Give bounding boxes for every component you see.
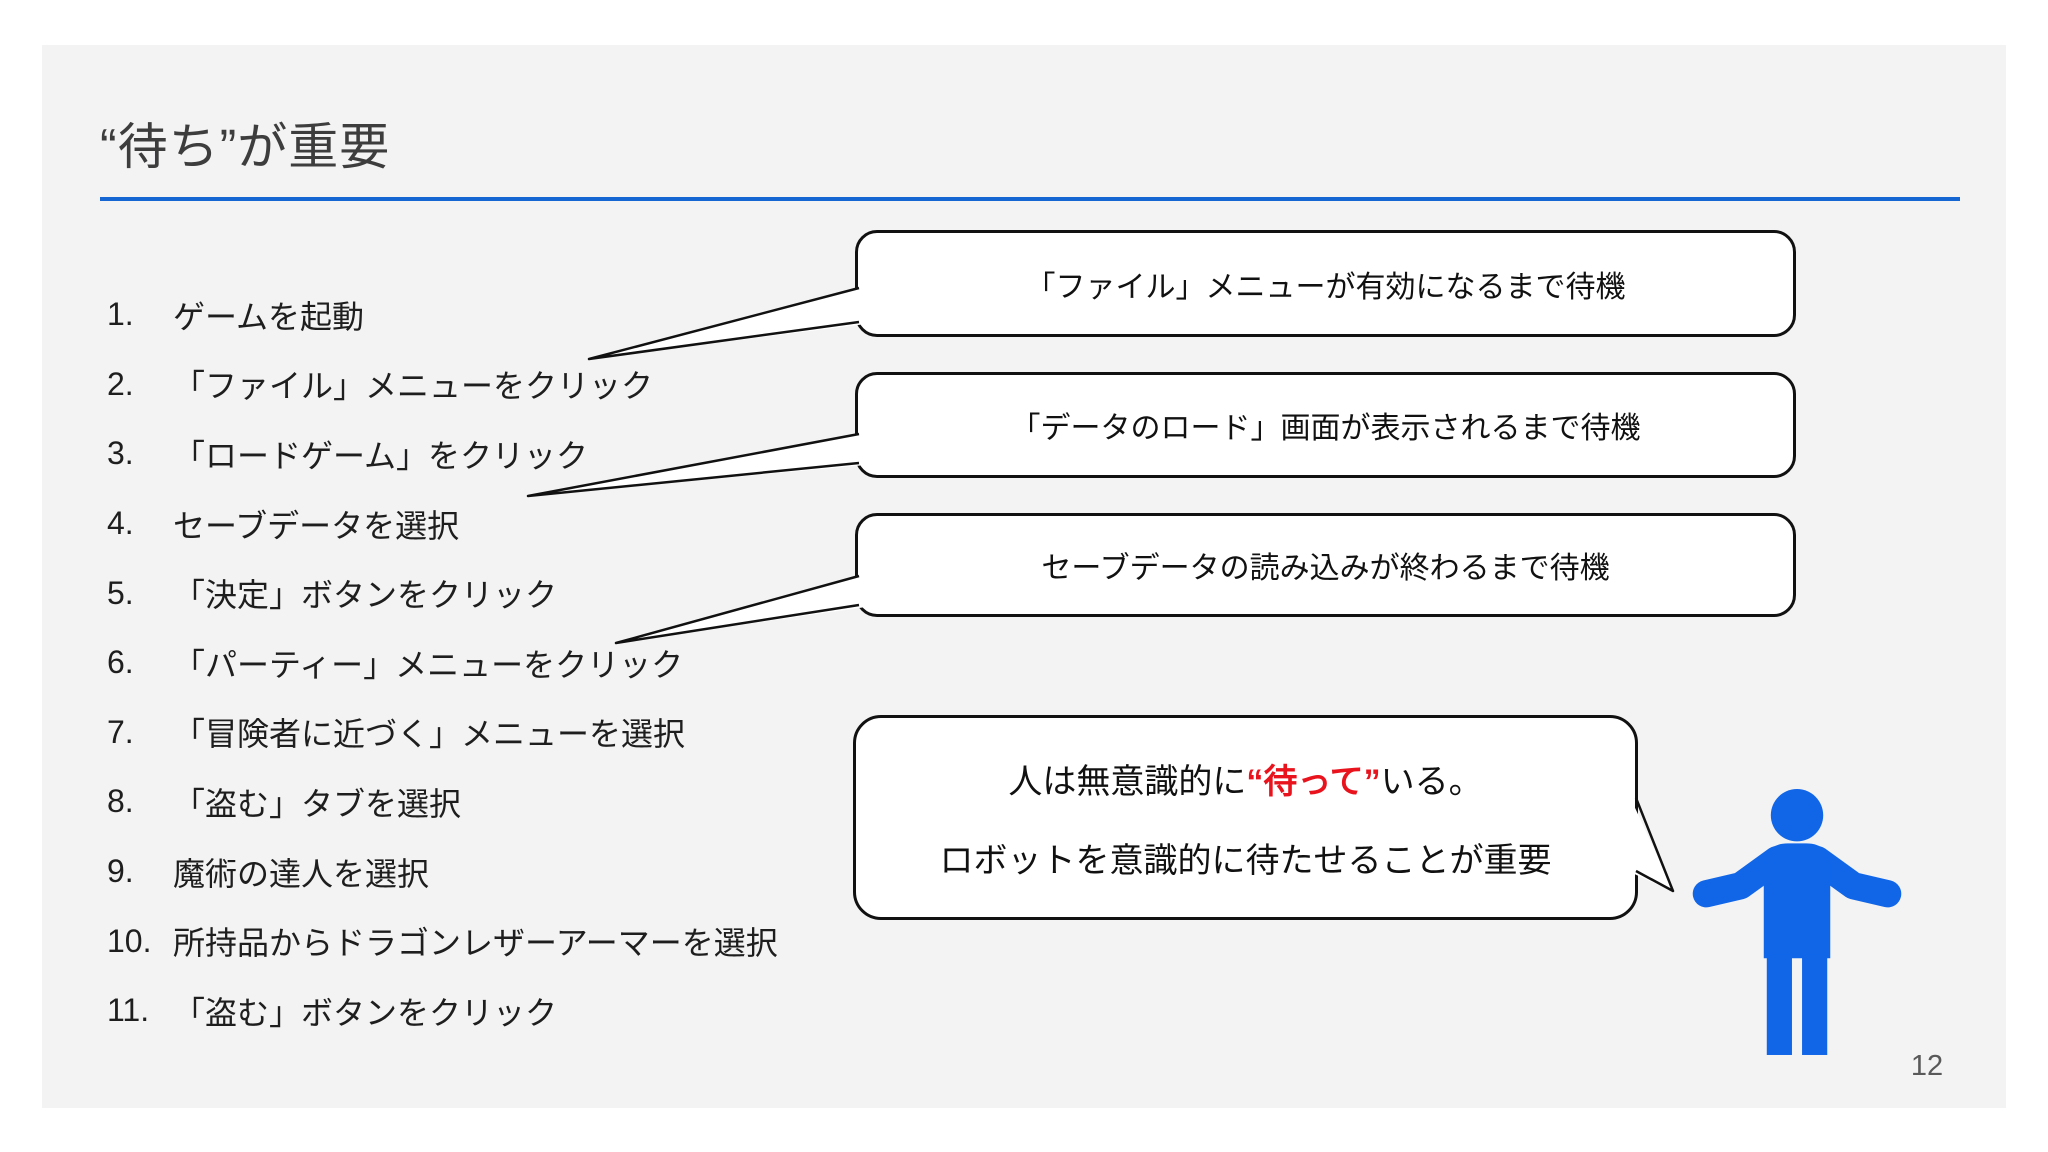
- step-number: 5.: [107, 574, 134, 611]
- step-item: 8. 「盗む」タブを選択: [107, 767, 807, 837]
- step-text: 「ファイル」メニューをクリック: [173, 368, 654, 405]
- callout-bubble-wait-save-data: セーブデータの読み込みが終わるまで待機: [855, 513, 1796, 617]
- summary-highlight: “待って”: [1246, 762, 1381, 801]
- speech-bubble-summary: 人は無意識的に“待って”いる。 ロボットを意識的に待たせることが重要: [853, 715, 1638, 920]
- callout-bubble-wait-file-menu: 「ファイル」メニューが有効になるまで待機: [855, 230, 1796, 337]
- person-shrug-icon: [1692, 789, 1902, 1055]
- callout-text: 「ファイル」メニューが有効になるまで待機: [1025, 270, 1626, 304]
- page-title: “待ち”が重要: [100, 119, 391, 175]
- steps-list: 1. ゲームを起動 2. 「ファイル」メニューをクリック 3. 「ロードゲーム」をクリ…: [107, 280, 807, 1046]
- step-number: 7.: [107, 713, 134, 750]
- step-item: 4. セーブデータを選択: [107, 489, 807, 559]
- title-underline: [100, 197, 1960, 201]
- step-item: 3. 「ロードゲーム」をクリック: [107, 419, 807, 489]
- step-item: 2. 「ファイル」メニューをクリック: [107, 350, 807, 420]
- step-item: 6. 「パーティー」メニューをクリック: [107, 628, 807, 698]
- step-number: 9.: [107, 853, 134, 890]
- step-number: 3.: [107, 435, 134, 472]
- step-text: ゲームを起動: [173, 298, 365, 335]
- step-item: 5. 「決定」ボタンをクリック: [107, 558, 807, 628]
- step-text: 「ロードゲーム」をクリック: [173, 437, 589, 474]
- step-text: 「盗む」ボタンをクリック: [173, 994, 558, 1031]
- step-number: 8.: [107, 783, 134, 820]
- step-text: 「パーティー」メニューをクリック: [173, 646, 684, 683]
- summary-line1-suffix: いる。: [1380, 762, 1483, 801]
- step-text: セーブデータを選択: [173, 507, 460, 544]
- step-item: 9. 魔術の達人を選択: [107, 837, 807, 907]
- slide-canvas: “待ち”が重要 1. ゲームを起動 2. 「ファイル」メニューをクリック 3. 「ロー…: [42, 45, 2006, 1108]
- step-number: 10.: [107, 922, 152, 959]
- step-number: 4.: [107, 505, 134, 542]
- step-number: 6.: [107, 644, 134, 681]
- step-text: 「決定」ボタンをクリック: [173, 577, 558, 614]
- step-text: 所持品からドラゴンレザーアーマーを選択: [173, 925, 778, 962]
- step-number: 11.: [107, 992, 150, 1029]
- page-number: 12: [1910, 1050, 1944, 1082]
- step-text: 「盗む」タブを選択: [173, 785, 462, 822]
- summary-line1-prefix: 人は無意識的に: [1008, 762, 1247, 801]
- callout-bubble-wait-load-screen: 「データのロード」画面が表示されるまで待機: [855, 372, 1796, 478]
- callout-text: セーブデータの読み込みが終わるまで待機: [1041, 552, 1610, 585]
- step-text: 魔術の達人を選択: [173, 855, 430, 892]
- summary-line-1: 人は無意識的に“待って”いる。: [1008, 754, 1482, 803]
- callout-text: 「データのロード」画面が表示されるまで待機: [1010, 412, 1641, 445]
- step-number: 1.: [107, 296, 134, 333]
- step-item: 11. 「盗む」ボタンをクリック: [107, 976, 807, 1046]
- step-number: 2.: [107, 365, 134, 402]
- summary-line-2: ロボットを意識的に待たせることが重要: [939, 841, 1552, 880]
- step-item: 10. 所持品からドラゴンレザーアーマーを選択: [107, 906, 807, 976]
- step-item: 1. ゲームを起動: [107, 280, 807, 350]
- step-text: 「冒険者に近づく」メニューを選択: [173, 716, 686, 753]
- step-item: 7. 「冒険者に近づく」メニューを選択: [107, 698, 807, 768]
